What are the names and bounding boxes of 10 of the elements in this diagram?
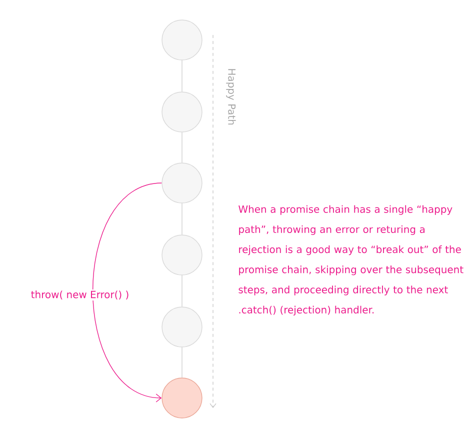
step-circle bbox=[162, 162, 202, 204]
path-label: Happy Path bbox=[226, 69, 236, 125]
step-circle bbox=[162, 306, 202, 348]
step-circle bbox=[162, 92, 202, 132]
note-text: When a promise chain has a single “happy path”, throwing an error or returing a rejection is a good way to “break out” of the promise chain, skipping over the subsequent steps, and proceeding directly to the next .catch() (rejection) handler. bbox=[238, 205, 464, 316]
step-circle bbox=[162, 20, 202, 60]
arrow bbox=[92, 182, 162, 402]
edge-label: throw( new Error() ) bbox=[30, 290, 130, 300]
step-circle bbox=[162, 234, 202, 276]
step-circle bbox=[162, 378, 202, 418]
